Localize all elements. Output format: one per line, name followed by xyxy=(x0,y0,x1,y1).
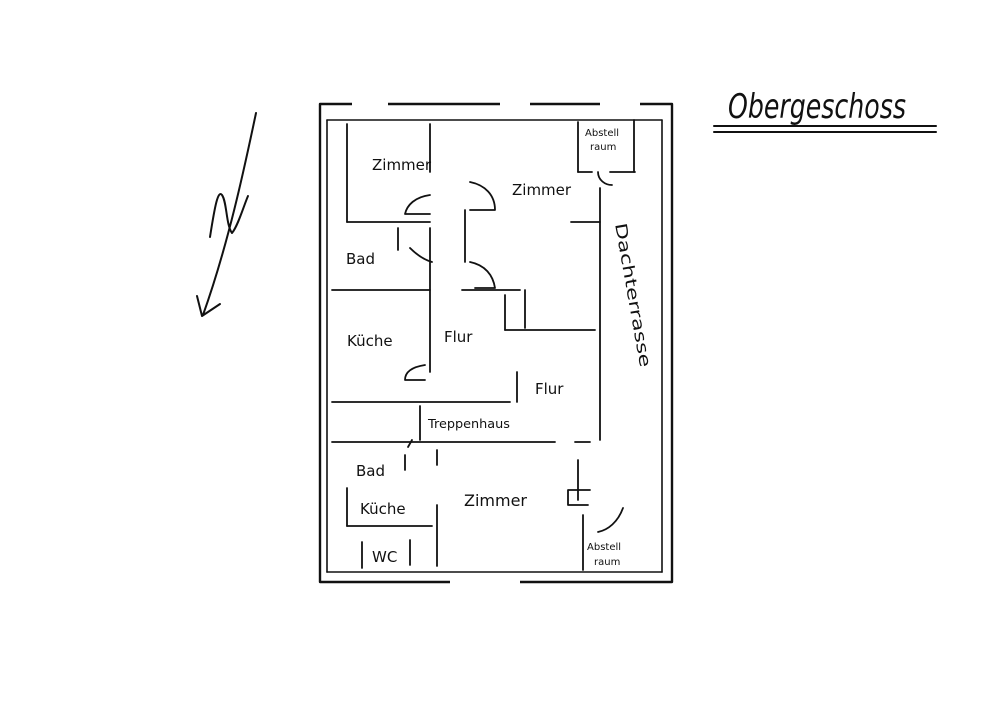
door-swings xyxy=(404,171,624,533)
room-label-abstellraum-bottom-2: raum xyxy=(594,557,620,568)
room-label-treppenhaus: Treppenhaus xyxy=(427,417,510,431)
north-arrow-icon xyxy=(196,112,257,317)
room-label-abstellraum-top-1: Abstell xyxy=(585,128,619,139)
interior-walls xyxy=(331,119,636,571)
room-label-kueche-left: Küche xyxy=(347,332,393,350)
room-label-wc: WC xyxy=(372,548,397,566)
room-label-dachterrasse: Dachterrasse xyxy=(611,221,655,368)
room-label-bad-bottom: Bad xyxy=(356,462,385,480)
room-label-abstellraum-top-2: raum xyxy=(590,142,616,153)
room-label-abstellraum-bottom-1: Abstell xyxy=(587,542,621,553)
room-labels: Zimmer Zimmer Abstell raum Bad Küche Flu… xyxy=(346,128,655,568)
room-label-zimmer-bottom: Zimmer xyxy=(464,491,527,510)
room-label-zimmer-top-center: Zimmer xyxy=(512,181,572,199)
outer-walls xyxy=(318,102,674,584)
room-label-flur-left: Flur xyxy=(444,328,473,346)
room-label-flur-right: Flur xyxy=(535,380,564,398)
room-label-kueche-bottom: Küche xyxy=(360,500,406,518)
room-label-bad-top: Bad xyxy=(346,250,375,268)
plan-title: Obergeschoss xyxy=(728,87,906,127)
room-label-zimmer-top-left: Zimmer xyxy=(372,156,432,174)
